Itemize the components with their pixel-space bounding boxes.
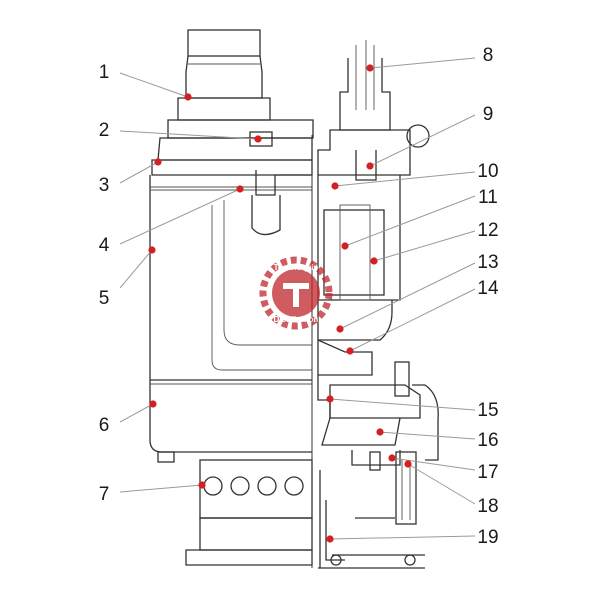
label-6: 6 (99, 415, 110, 436)
label-11: 11 (478, 187, 498, 208)
marker-15 (326, 395, 334, 403)
label-18: 18 (477, 496, 498, 517)
label-19: 19 (477, 527, 498, 548)
marker-2 (254, 135, 262, 143)
callout-labels: 1 2 3 4 5 6 7 8 9 10 11 12 13 14 15 16 1… (99, 45, 499, 548)
label-12: 12 (477, 220, 498, 241)
watermark-text-bottom: Distribution (274, 315, 319, 324)
label-14: 14 (477, 278, 499, 299)
marker-5 (148, 246, 156, 254)
marker-14 (346, 347, 354, 355)
marker-7 (198, 481, 206, 489)
watermark-text-top: Technoquip (274, 263, 319, 272)
label-17: 17 (477, 462, 498, 483)
marker-18 (404, 460, 412, 468)
marker-4 (236, 185, 244, 193)
label-4: 4 (99, 235, 110, 256)
label-7: 7 (99, 484, 110, 505)
label-2: 2 (99, 120, 110, 141)
label-16: 16 (477, 430, 498, 451)
marker-16 (376, 428, 384, 436)
label-13: 13 (477, 252, 498, 273)
marker-13 (336, 325, 344, 333)
marker-1 (184, 93, 192, 101)
label-8: 8 (483, 45, 494, 66)
label-15: 15 (477, 400, 498, 421)
marker-17 (388, 454, 396, 462)
label-1: 1 (99, 62, 110, 83)
marker-11 (341, 242, 349, 250)
marker-9 (366, 162, 374, 170)
leader-lines (119, 57, 476, 540)
marker-3 (154, 158, 162, 166)
marker-6 (149, 400, 157, 408)
label-5: 5 (99, 288, 110, 309)
pump-body-drawing (149, 29, 439, 569)
marker-8 (366, 64, 374, 72)
marker-12 (370, 257, 378, 265)
callout-markers (148, 64, 412, 543)
label-9: 9 (483, 104, 494, 125)
label-10: 10 (477, 161, 498, 182)
watermark-logo: Technoquip Distribution (259, 256, 333, 330)
label-3: 3 (99, 175, 110, 196)
marker-10 (331, 182, 339, 190)
marker-19 (326, 535, 334, 543)
